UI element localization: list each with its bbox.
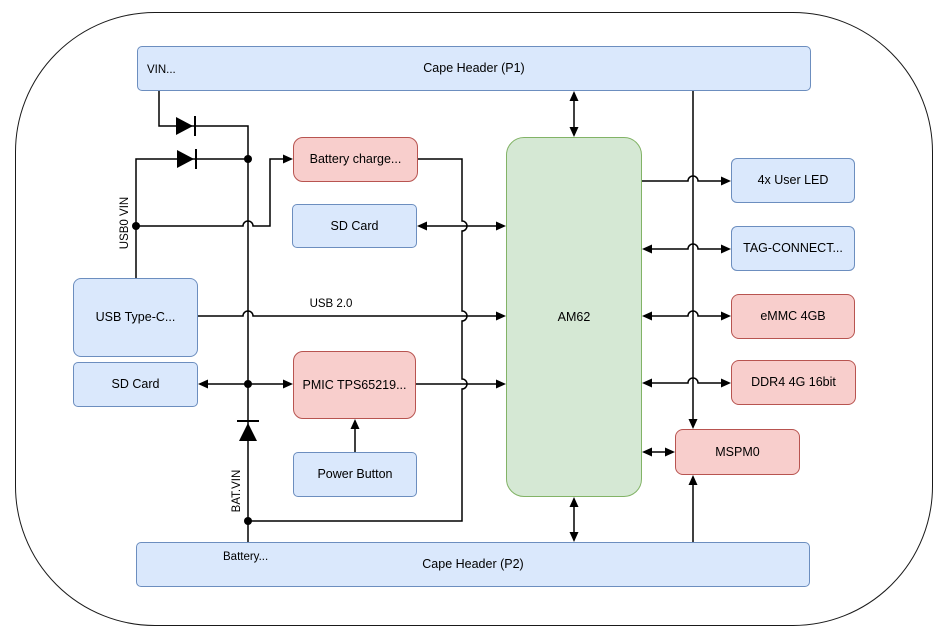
vin-label: VIN... — [147, 64, 176, 76]
junction-dots — [132, 155, 252, 525]
cape-header-p2-label: Cape Header (P2) — [422, 557, 524, 572]
wire-am62-emmc — [644, 310, 729, 317]
junction-dot — [132, 222, 140, 230]
arrow-am62-p2-up — [569, 497, 579, 507]
block-usb-type-c: USB Type-C... — [73, 278, 198, 357]
block-tag-connect: TAG-CONNECT... — [731, 226, 855, 271]
arrow-powerbutton-up — [350, 419, 360, 429]
block-cape-header-p2: Battery... Cape Header (P2) — [136, 542, 810, 587]
block-pmic: PMIC TPS65219... — [293, 351, 416, 419]
wire-usb0vin — [135, 158, 248, 278]
arrow-am62-p1-down — [569, 127, 579, 137]
arrow-sdtop-into-am62 — [496, 221, 506, 231]
arrow-emmc-into-am62 — [642, 311, 652, 321]
block-ddr4: DDR4 4G 16bit — [731, 360, 856, 405]
arrow-pmic-into-am62 — [496, 379, 506, 389]
battery-label: Battery... — [223, 551, 269, 563]
arrow-into-tag — [721, 244, 731, 254]
board-outline — [15, 12, 933, 626]
arrow-tag-into-am62 — [642, 244, 652, 254]
wire-usb20 — [198, 310, 504, 317]
bat-vin-wire-label: BAT.VIN — [231, 469, 243, 513]
block-sd-card-top: SD Card — [292, 204, 417, 248]
arrow-into-pmic — [283, 379, 293, 389]
block-emmc: eMMC 4GB — [731, 294, 855, 339]
wire-vin-diode — [158, 91, 249, 159]
wire-am62-ddr4 — [644, 377, 729, 384]
arrow-usb20-into-am62 — [496, 311, 506, 321]
wire-am62-tag — [644, 243, 729, 250]
usb0-vin-wire-label: USB0 VIN — [119, 196, 131, 250]
block-battery-charger: Battery charge... — [293, 137, 418, 182]
arrow-into-emmc — [721, 311, 731, 321]
block-am62: AM62 — [506, 137, 642, 497]
arrow-into-charger — [283, 154, 293, 164]
arrow-ddr4-into-am62 — [642, 378, 652, 388]
arrowheads — [198, 91, 731, 542]
arrow-am62-p1-up — [569, 91, 579, 101]
block-power-button: Power Button — [293, 452, 417, 497]
cape-header-p1-label: Cape Header (P1) — [423, 61, 525, 76]
diode-right-icon — [176, 116, 196, 136]
diodes — [176, 116, 259, 441]
arrow-mspm0-into-am62 — [642, 447, 652, 457]
arrow-into-led — [721, 176, 731, 186]
block-sd-card-bottom: SD Card — [73, 362, 198, 407]
junction-dot — [244, 517, 252, 525]
arrow-into-ddr4 — [721, 378, 731, 388]
arrow-into-sdcard-bottom — [198, 379, 208, 389]
block-cape-header-p1: VIN... Cape Header (P1) — [137, 46, 811, 91]
block-user-led: 4x User LED — [731, 158, 855, 203]
wire-usb0vin-to-charger — [136, 158, 285, 227]
diode-up-icon — [237, 420, 259, 441]
usb20-wire-label: USB 2.0 — [309, 298, 353, 310]
junction-dot — [244, 155, 252, 163]
arrow-into-mspm0-left — [665, 447, 675, 457]
block-mspm0: MSPM0 — [675, 429, 800, 475]
arrow-into-mspm0-bottom — [688, 475, 698, 485]
arrow-into-sdcard-top — [417, 221, 427, 231]
arrow-am62-p2-down — [569, 532, 579, 542]
junction-dot — [244, 380, 252, 388]
wire-am62-led — [642, 175, 729, 182]
arrow-into-mspm0-top — [688, 419, 698, 429]
diode-right-icon — [177, 149, 197, 169]
